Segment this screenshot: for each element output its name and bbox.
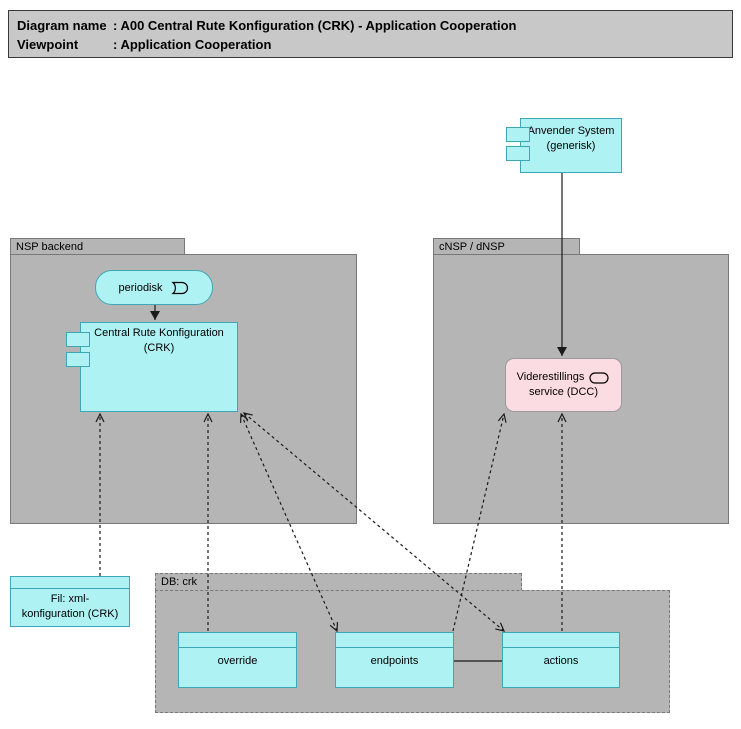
fil-xml-label: Fil: xml- <box>50 593 90 605</box>
component-crk[interactable]: Central Rute Konfiguration (CRK) <box>66 322 238 412</box>
crk-sublabel: (CRK) <box>143 342 175 354</box>
viderestillings-sublabel: service (DCC) <box>528 386 599 398</box>
table-header-band <box>503 633 619 648</box>
application-event-icon <box>170 281 188 294</box>
package-cnsp-dnsp-tab[interactable]: cNSP / dNSP <box>433 238 580 255</box>
component-anvender-system[interactable]: Anvender System (generisk) <box>506 118 622 173</box>
component-tab-icon <box>506 127 530 142</box>
event-periodisk[interactable]: periodisk <box>95 270 213 305</box>
package-nsp-backend-label: NSP backend <box>16 241 84 253</box>
service-viderestillings-dcc[interactable]: Viderestillings service (DCC) <box>505 358 622 412</box>
component-tab-icon <box>66 352 90 367</box>
endpoints-label: endpoints <box>370 655 419 667</box>
artifact-header-band <box>11 577 129 589</box>
viderestillings-label: Viderestillings <box>516 371 585 383</box>
diagram-name-label: Diagram name <box>17 18 107 33</box>
application-service-icon <box>589 371 609 384</box>
override-label: override <box>217 655 258 667</box>
crk-label: Central Rute Konfiguration <box>94 327 224 339</box>
anvender-system-label: Anvender System <box>527 125 615 137</box>
table-actions[interactable]: actions <box>502 632 620 688</box>
table-override[interactable]: override <box>178 632 297 688</box>
fil-xml-sublabel: konfiguration (CRK) <box>21 608 119 620</box>
component-tab-icon <box>506 146 530 161</box>
artifact-fil-xml-konfiguration[interactable]: Fil: xml- konfiguration (CRK) <box>10 576 130 627</box>
table-header-band <box>336 633 453 648</box>
diagram-name-value: : A00 Central Rute Konfiguration (CRK) -… <box>113 18 517 33</box>
package-nsp-backend-tab[interactable]: NSP backend <box>10 238 185 255</box>
periodisk-label: periodisk <box>118 281 163 294</box>
package-db-crk-label: DB: crk <box>161 576 198 588</box>
table-endpoints[interactable]: endpoints <box>335 632 454 688</box>
package-db-crk-tab[interactable]: DB: crk <box>155 573 522 591</box>
viewpoint-label: Viewpoint <box>17 37 79 52</box>
anvender-system-sublabel: (generisk) <box>546 140 596 152</box>
component-tab-icon <box>66 332 90 347</box>
package-cnsp-dnsp-label: cNSP / dNSP <box>439 241 505 253</box>
table-header-band <box>179 633 296 648</box>
actions-label: actions <box>543 655 579 667</box>
diagram-header: Diagram name : A00 Central Rute Konfigur… <box>8 10 733 58</box>
viewpoint-value: : Application Cooperation <box>113 37 272 52</box>
